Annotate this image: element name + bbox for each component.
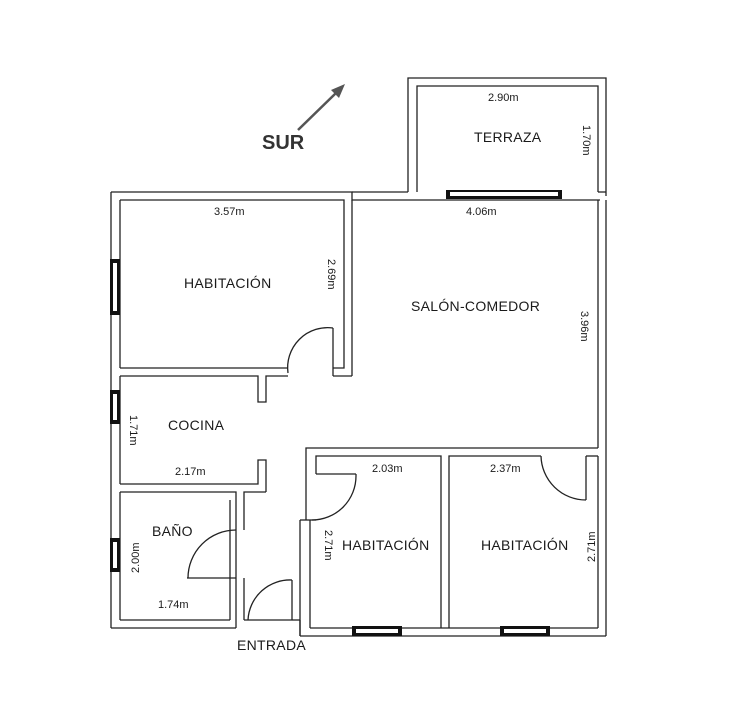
dim-habitacion-3-width: 2.37m xyxy=(490,463,521,475)
room-label-terraza: TERRAZA xyxy=(474,129,542,145)
room-label-bano: BAÑO xyxy=(152,523,193,539)
window-glass-icon xyxy=(113,394,117,420)
dim-bano-depth: 2.00m xyxy=(130,542,142,573)
dim-habitacion-1-width: 3.57m xyxy=(214,206,245,218)
dim-bano-width: 1.74m xyxy=(158,599,189,611)
cocina-walls xyxy=(119,376,267,530)
window-glass-icon xyxy=(113,542,117,568)
room-label-habitacion-1: HABITACIÓN xyxy=(184,275,272,291)
compass: SUR xyxy=(262,84,345,154)
terraza-walls xyxy=(407,77,607,196)
north-arrow-head-icon xyxy=(331,84,345,98)
dim-terraza-depth: 1.70m xyxy=(580,125,592,156)
room-label-cocina: COCINA xyxy=(168,417,225,433)
window-glass-icon xyxy=(356,629,398,633)
dim-habitacion-2-depth: 2.71m xyxy=(322,530,334,561)
entrance-label: ENTRADA xyxy=(237,637,306,653)
habitacion-1-walls xyxy=(120,199,353,403)
dim-cocina-width: 2.17m xyxy=(175,466,206,478)
window-glass-icon xyxy=(450,192,558,196)
bedrooms-walls xyxy=(299,447,599,636)
room-label-habitacion-2: HABITACIÓN xyxy=(342,537,430,553)
dim-cocina-depth: 1.71m xyxy=(127,415,139,446)
dim-terraza-width: 2.90m xyxy=(488,92,519,104)
window-glass-icon xyxy=(504,629,546,633)
dim-habitacion-1-depth: 2.69m xyxy=(325,259,337,290)
room-label-habitacion-3: HABITACIÓN xyxy=(481,537,569,553)
windows xyxy=(110,190,562,636)
exterior-walls xyxy=(110,191,607,637)
dim-salon-depth: 3.96m xyxy=(578,311,590,342)
dim-habitacion-2-width: 2.03m xyxy=(372,463,403,475)
north-arrow-icon xyxy=(297,92,337,131)
entrance-door xyxy=(244,579,301,636)
window-glass-icon xyxy=(113,263,117,311)
dim-salon-width: 4.06m xyxy=(466,206,497,218)
compass-label: SUR xyxy=(262,132,305,154)
room-label-salon: SALÓN-COMEDOR xyxy=(411,298,540,314)
dim-habitacion-3-depth: 2.71m xyxy=(586,531,598,562)
